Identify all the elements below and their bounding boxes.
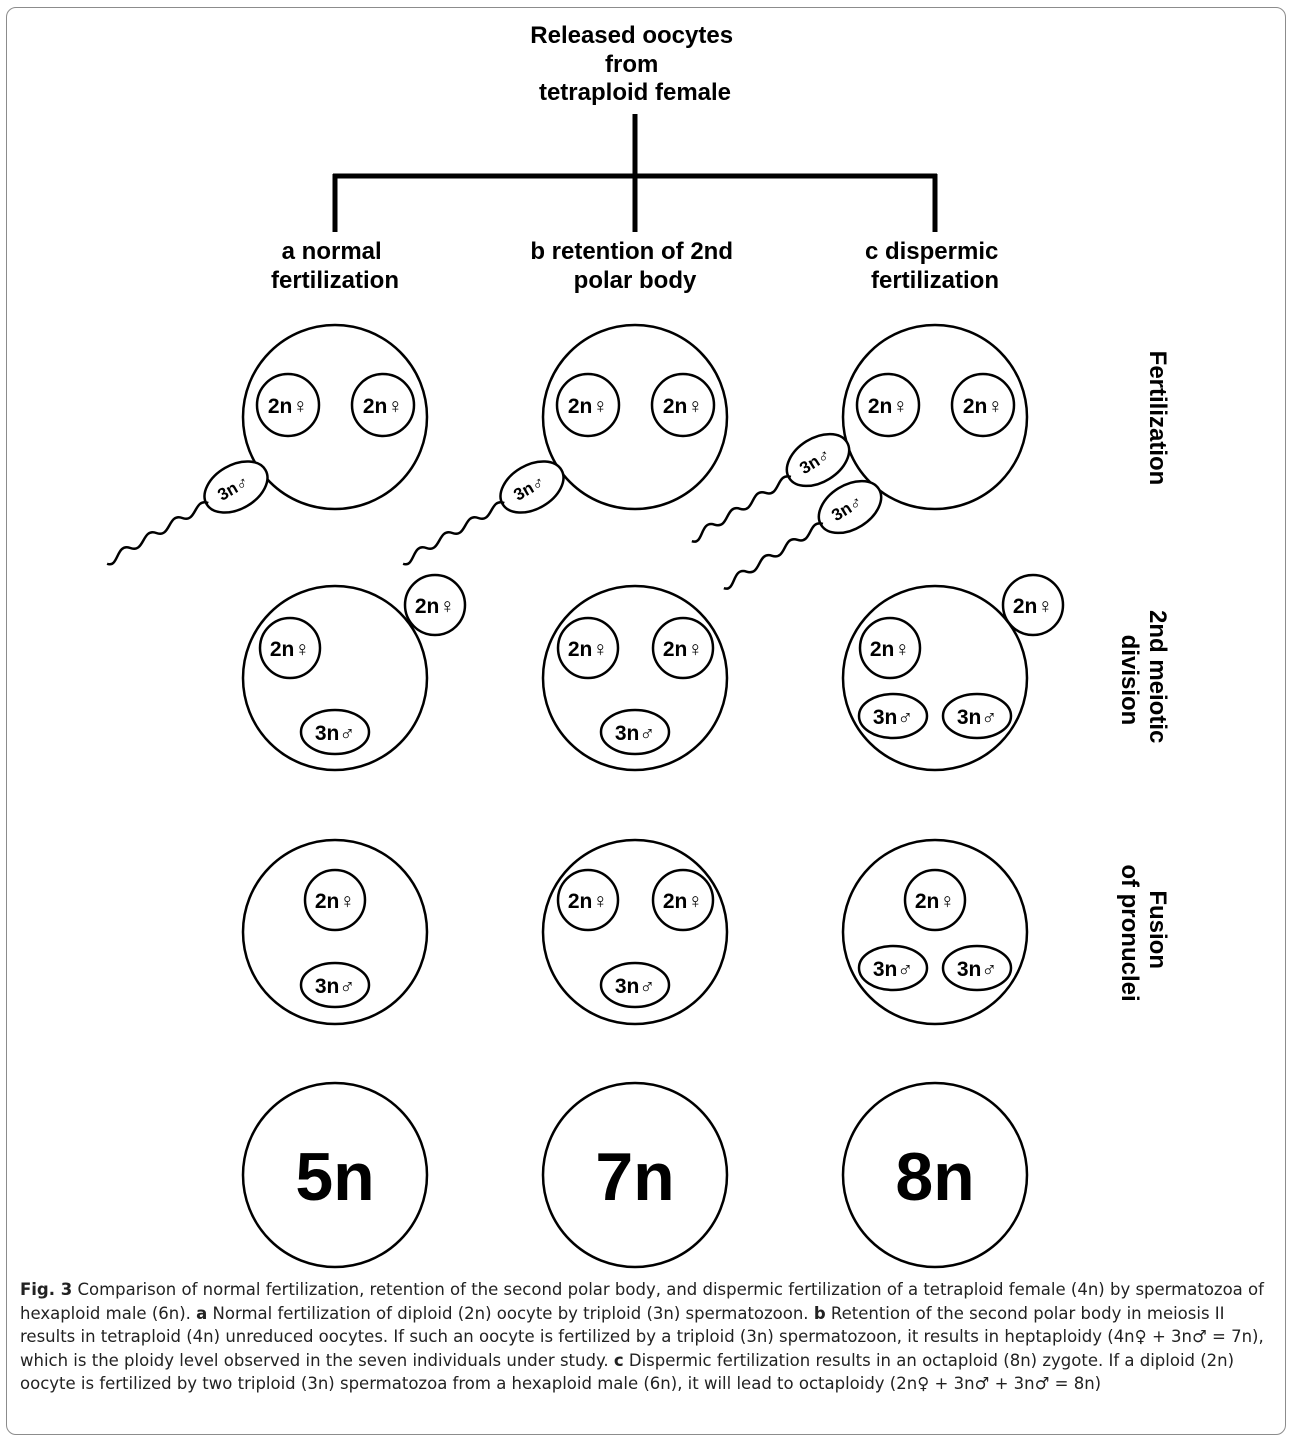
fusion-row	[241, 838, 1029, 1026]
caption-label-b: b	[813, 1303, 826, 1323]
fert-b-nucleus-2: 2n♀	[663, 395, 703, 418]
column-heading-a: a normal fertilization	[271, 238, 399, 294]
fert-c-nucleus-1: 2n♀	[868, 395, 908, 418]
meio-c-nucleus-2: 3n♂	[873, 706, 913, 729]
heading-c-line-1: c dispermic	[865, 238, 998, 265]
title-line-1: Released oocytes	[530, 22, 733, 49]
meiotic-a-oocyte	[241, 573, 467, 772]
heading-b-line-2: polar body	[574, 267, 697, 294]
row-2-line-1: 2nd meiotic	[1144, 610, 1171, 743]
caption-text-c: Dispermic fertilization results in an oc…	[20, 1350, 1235, 1394]
heading-b-line-1: b retention of 2nd	[530, 238, 733, 265]
fusion-b-oocyte	[541, 838, 729, 1026]
fuse-a-nucleus-1: 2n♀	[315, 890, 355, 913]
fuse-b-nucleus-2: 2n♀	[663, 890, 703, 913]
meio-b-nucleus-1: 2n♀	[568, 638, 608, 661]
row-2-line-2: division	[1116, 635, 1143, 726]
figure-frame	[6, 7, 1286, 1435]
fuse-c-nucleus-2: 3n♂	[873, 958, 913, 981]
fertilization-a-oocyte	[103, 323, 429, 568]
fuse-c-nucleus-1: 2n♀	[915, 890, 955, 913]
fert-b-nucleus-1: 2n♀	[568, 395, 608, 418]
heading-c-line-2: fertilization	[871, 267, 999, 294]
tree-connector	[332, 114, 938, 232]
fertilization-b-oocyte	[399, 323, 729, 568]
fuse-c-nucleus-3: 3n♂	[957, 958, 997, 981]
meiotic-c-oocyte	[841, 573, 1065, 772]
fert-c-nucleus-2: 2n♀	[963, 395, 1003, 418]
row-label-fusion: Fusion of pronuclei	[1116, 864, 1171, 1001]
row-1-line-1: Fertilization	[1144, 351, 1171, 486]
title-line-2: from	[605, 51, 658, 78]
fert-a-nucleus-1: 2n♀	[268, 395, 308, 418]
result-row	[241, 1081, 1029, 1269]
meio-a-polar-body: 2n♀	[415, 595, 455, 618]
row-label-fertilization: Fertilization	[1144, 351, 1171, 486]
row-label-meiotic: 2nd meiotic division	[1116, 610, 1171, 750]
row-3-line-1: Fusion	[1144, 890, 1171, 969]
fuse-b-nucleus-3: 3n♂	[615, 975, 655, 998]
fertilization-c-oocyte	[687, 323, 1029, 592]
result-a-zygote	[241, 1081, 429, 1269]
meio-c-nucleus-3: 3n♂	[957, 706, 997, 729]
diagram-title: Released oocytes from tetraploid female	[530, 22, 739, 106]
heading-a-line-2: fertilization	[271, 267, 399, 294]
fuse-a-nucleus-2: 3n♂	[315, 975, 355, 998]
result-c-zygote	[841, 1081, 1029, 1269]
fertilization-row	[103, 323, 1029, 592]
result-c-ploidy: 8n	[895, 1139, 974, 1215]
fuse-b-nucleus-1: 2n♀	[568, 890, 608, 913]
meiotic-row	[241, 573, 1065, 772]
fusion-a-oocyte	[241, 838, 429, 1026]
caption-figure-number: Fig. 3	[20, 1280, 73, 1299]
meio-c-polar-body: 2n♀	[1013, 595, 1053, 618]
caption-label-c: c	[613, 1350, 624, 1370]
meio-b-nucleus-2: 2n♀	[663, 638, 703, 661]
title-line-3: tetraploid female	[539, 79, 731, 106]
meiotic-b-oocyte	[541, 584, 729, 772]
fert-a-nucleus-2: 2n♀	[363, 395, 403, 418]
result-b-ploidy: 7n	[595, 1139, 674, 1215]
caption-text-a: Normal fertilization of diploid (2n) ooc…	[207, 1303, 814, 1323]
caption-text-intro: Comparison of normal fertilization, rete…	[20, 1280, 1264, 1323]
column-heading-b: b retention of 2nd polar body	[530, 238, 739, 294]
ploidy-diagram: Released oocytes from tetraploid female …	[103, 22, 1171, 1269]
caption-label-a: a	[196, 1303, 208, 1323]
meio-b-nucleus-3: 3n♂	[615, 722, 655, 745]
meio-c-nucleus-1: 2n♀	[870, 638, 910, 661]
heading-a-line-1: a normal	[282, 238, 382, 265]
meio-a-nucleus-2: 3n♂	[315, 722, 355, 745]
fusion-c-oocyte	[841, 838, 1029, 1026]
result-b-zygote	[541, 1081, 729, 1269]
result-a-ploidy: 5n	[295, 1139, 374, 1215]
row-3-line-2: of pronuclei	[1116, 864, 1143, 1001]
meio-a-nucleus-1: 2n♀	[270, 638, 310, 661]
figure-caption: Fig. 3 Comparison of normal fertilizatio…	[20, 1278, 1272, 1396]
caption-text-b: Retention of the second polar body in me…	[20, 1303, 1264, 1370]
column-heading-c: c dispermic fertilization	[865, 238, 1005, 294]
